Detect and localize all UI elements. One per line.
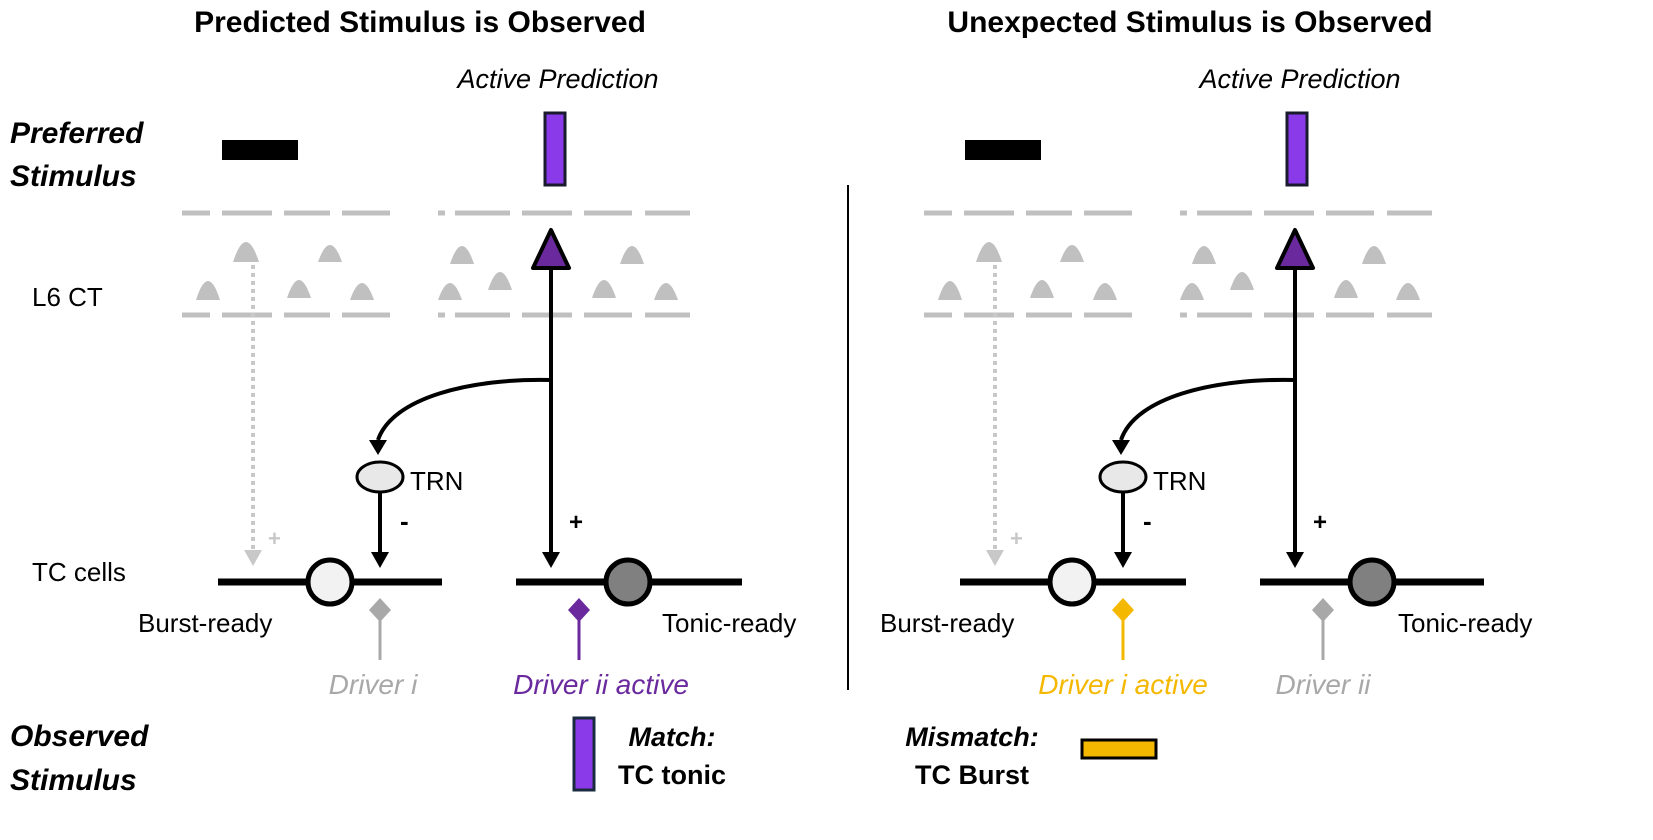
preferred-stimulus-label-2: Stimulus [10, 160, 137, 193]
left-trn-node [355, 460, 405, 494]
tc-cells-label: TC cells [32, 557, 126, 587]
left-active-arrowhead [542, 552, 560, 568]
right-trn-branch [1119, 377, 1296, 441]
left-tc-tonic-cell [603, 557, 653, 607]
left-driver-i-label: Driver i [329, 669, 418, 700]
right-panel-title: Unexpected Stimulus is Observed [947, 6, 1432, 39]
right-driver-i-terminal [1112, 598, 1134, 622]
right-inhibitory-minus: - [1143, 506, 1152, 536]
right-active-prediction-label: Active Prediction [1197, 64, 1400, 94]
right-active-l6-neuron [1275, 228, 1315, 270]
left-panel-title: Predicted Stimulus is Observed [194, 6, 646, 39]
left-inhibitory-minus: - [400, 506, 409, 536]
left-outcome-line2: TC tonic [618, 760, 726, 790]
left-active-l6-neuron [531, 228, 571, 270]
right-active-arrowhead [1286, 552, 1304, 568]
right-trn-branch-arrowhead [1112, 440, 1130, 455]
left-gray-plus: + [268, 526, 281, 551]
right-trn-inhibition-arrowhead [1114, 552, 1132, 568]
left-inactive-arrowhead [244, 550, 262, 566]
right-panel: Active Prediction [880, 64, 1532, 790]
right-burst-ready-label: Burst-ready [880, 608, 1014, 638]
left-burst-ready-label: Burst-ready [138, 608, 272, 638]
right-tc-burst-cell [1047, 557, 1097, 607]
left-outcome-line1: Match: [629, 722, 716, 752]
left-trn-branch [376, 377, 552, 441]
left-preferred-stimulus-bar [222, 140, 298, 160]
observed-stimulus-label-1: Observed [10, 720, 149, 753]
preferred-stimulus-label-1: Preferred [10, 117, 144, 150]
left-prediction-bar [543, 111, 567, 187]
right-driver-ii-terminal [1312, 598, 1334, 622]
right-inactive-l6-neurons [938, 242, 1420, 300]
right-tc-tonic-cell [1347, 557, 1397, 607]
left-panel: Active Prediction [138, 64, 796, 792]
right-inactive-arrowhead [986, 550, 1004, 566]
right-driver-i-label: Driver i active [1038, 669, 1208, 700]
right-driver-ii-label: Driver ii [1276, 669, 1372, 700]
left-trn-branch-arrowhead [369, 440, 387, 455]
left-active-prediction-label: Active Prediction [455, 64, 658, 94]
right-prediction-bar [1285, 111, 1309, 187]
right-trn-node [1098, 460, 1148, 494]
left-driver-i-terminal [369, 598, 391, 622]
left-trn-inhibition-arrowhead [371, 552, 389, 568]
l6ct-label: L6 CT [32, 282, 103, 312]
left-tonic-ready-label: Tonic-ready [662, 608, 796, 638]
observed-stimulus-label-2: Stimulus [10, 764, 137, 797]
left-inactive-l6-neurons [196, 242, 678, 300]
left-driver-ii-terminal [568, 598, 590, 622]
left-tc-burst-cell [305, 557, 355, 607]
left-excitatory-plus: + [569, 509, 583, 536]
right-observed-stimulus-bar [1080, 738, 1158, 760]
right-trn-label: TRN [1153, 466, 1206, 496]
right-tonic-ready-label: Tonic-ready [1398, 608, 1532, 638]
right-outcome-line2: TC Burst [915, 760, 1029, 790]
right-outcome-line1: Mismatch: [905, 722, 1039, 752]
right-gray-plus: + [1010, 526, 1023, 551]
left-driver-ii-label: Driver ii active [513, 669, 689, 700]
right-preferred-stimulus-bar [965, 140, 1041, 160]
left-trn-label: TRN [410, 466, 463, 496]
right-excitatory-plus: + [1313, 509, 1327, 536]
left-observed-stimulus-bar [572, 716, 596, 792]
